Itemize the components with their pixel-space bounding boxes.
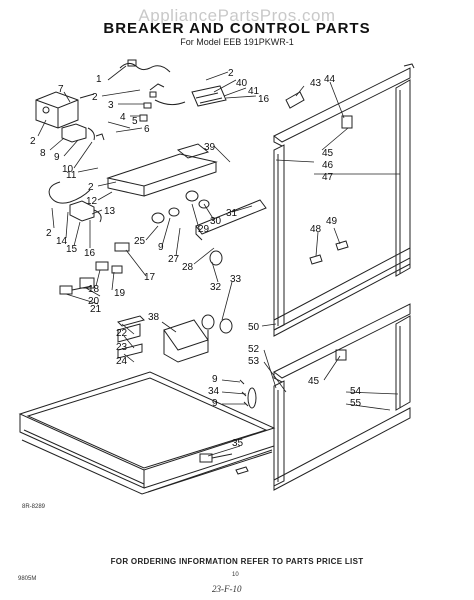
watermark-text: AppliancePartsPros.com xyxy=(138,6,336,25)
callout-numbers: 1 2 3 4 5 6 7 2 8 9 10 11 2 12 13 2 14 1… xyxy=(30,68,362,449)
callout-10: 10 xyxy=(62,164,74,175)
callout-38: 38 xyxy=(148,312,160,323)
callout-35: 35 xyxy=(232,438,244,449)
callout-4: 4 xyxy=(120,112,126,123)
callout-53: 53 xyxy=(248,356,260,367)
callout-32: 32 xyxy=(210,282,222,293)
callout-2: 2 xyxy=(228,68,234,79)
callout-54: 54 xyxy=(350,386,362,397)
callout-33: 33 xyxy=(230,274,242,285)
callout-2: 2 xyxy=(92,92,98,103)
callout-47: 47 xyxy=(322,172,334,183)
callout-12: 12 xyxy=(86,196,98,207)
callout-9: 9 xyxy=(212,374,218,385)
document-code: 9805M xyxy=(18,576,37,582)
callout-46: 46 xyxy=(322,160,334,171)
callout-40: 40 xyxy=(236,78,248,89)
drawing-code: 8R-8289 xyxy=(22,504,46,510)
handwritten-date: 23-F-10 xyxy=(212,584,242,594)
callout-48: 48 xyxy=(310,224,322,235)
callout-18: 18 xyxy=(88,284,100,295)
callout-39: 39 xyxy=(204,142,216,153)
callout-29: 29 xyxy=(198,224,210,235)
callout-55: 55 xyxy=(350,398,362,409)
callout-41: 41 xyxy=(248,86,260,97)
diagram-title: BREAKER AND CONTROL PARTS xyxy=(103,20,371,37)
callout-19: 19 xyxy=(114,288,126,299)
callout-21: 21 xyxy=(90,304,102,315)
callout-8: 8 xyxy=(40,148,46,159)
callout-9: 9 xyxy=(158,242,164,253)
callout-1: 1 xyxy=(96,74,102,85)
callout-6: 6 xyxy=(144,124,150,135)
callout-27: 27 xyxy=(168,254,180,265)
callout-5: 5 xyxy=(132,116,138,127)
door-frame-drawing xyxy=(273,63,415,491)
callout-30: 30 xyxy=(210,216,222,227)
callout-24: 24 xyxy=(116,356,128,367)
callout-20: 20 xyxy=(88,296,100,307)
leader-lines xyxy=(37,65,400,457)
callout-16: 16 xyxy=(84,248,96,259)
callout-34: 34 xyxy=(208,386,220,397)
callout-25: 25 xyxy=(134,236,146,247)
callout-23: 23 xyxy=(116,342,128,353)
callout-43: 43 xyxy=(310,78,322,89)
callout-22: 22 xyxy=(116,328,128,339)
door-panel-drawing xyxy=(18,371,276,495)
callout-49: 49 xyxy=(326,216,338,227)
callout-45: 45 xyxy=(308,376,320,387)
callout-2: 2 xyxy=(46,228,52,239)
callout-2: 2 xyxy=(30,136,36,147)
callout-52: 52 xyxy=(248,344,260,355)
callout-2: 2 xyxy=(88,182,94,193)
callout-45: 45 xyxy=(322,148,334,159)
callout-13: 13 xyxy=(104,206,116,217)
callout-14: 14 xyxy=(56,236,68,247)
callout-28: 28 xyxy=(182,262,194,273)
ordering-note: FOR ORDERING INFORMATION REFER TO PARTS … xyxy=(110,557,364,566)
callout-11: 11 xyxy=(66,170,77,181)
page-number: 10 xyxy=(232,572,239,578)
callout-50: 50 xyxy=(248,322,260,333)
callout-16: 16 xyxy=(258,94,270,105)
callout-3: 3 xyxy=(108,100,114,111)
callout-44: 44 xyxy=(324,74,336,85)
callout-9: 9 xyxy=(212,398,218,409)
callout-15: 15 xyxy=(66,244,78,255)
callout-7: 7 xyxy=(58,84,64,95)
callout-17: 17 xyxy=(144,272,156,283)
breaker-assembly-drawing xyxy=(35,59,267,363)
callout-9: 9 xyxy=(54,152,60,163)
model-subtitle: For Model EEB 191PKWR-1 xyxy=(180,37,294,47)
callout-31: 31 xyxy=(226,208,238,219)
